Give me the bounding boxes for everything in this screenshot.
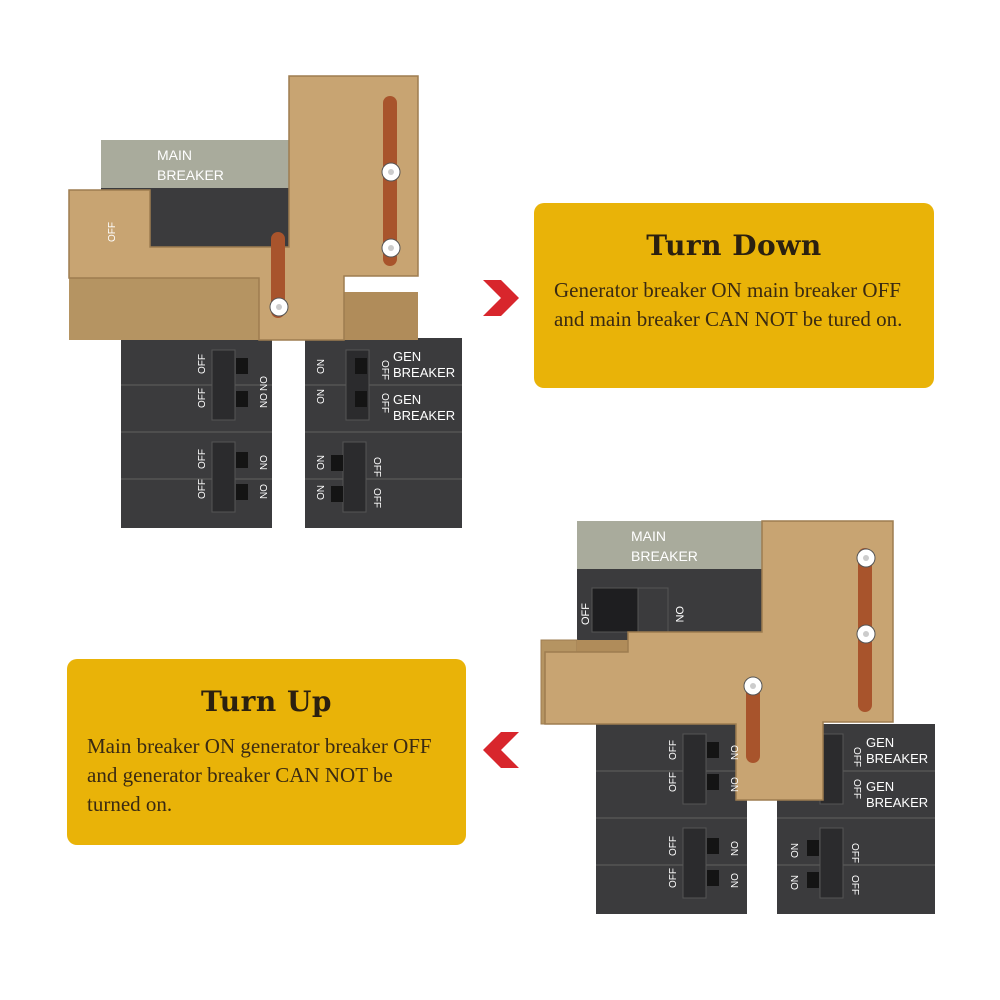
turn-down-panel: Turn Down Generator breaker ON main brea… xyxy=(534,203,934,388)
bottom-gen-breaker-1-label-1: GEN xyxy=(866,735,894,750)
top-left-row3-on: ON xyxy=(257,455,268,470)
bottom-left-row1-off: OFF xyxy=(668,740,679,760)
top-right-row1-off: OFF xyxy=(379,360,390,380)
top-right-row4-off: OFF xyxy=(371,488,382,508)
top-right-row2-on: ON xyxy=(316,389,327,404)
top-diagram xyxy=(68,75,462,528)
top-gen-breaker-2-label-1: GEN xyxy=(393,392,421,407)
top-right-row4-on: ON xyxy=(316,485,327,500)
bottom-left-row3-on: ON xyxy=(728,841,739,856)
bottom-right-row3-on: ON xyxy=(790,843,801,858)
bottom-right-row4-off: OFF xyxy=(849,875,860,895)
bottom-left-row2-on: ON xyxy=(728,777,739,792)
bottom-diagram xyxy=(540,520,935,914)
top-right-row1-on: ON xyxy=(316,359,327,374)
turn-up-title: Turn Up xyxy=(201,685,332,718)
bottom-left-breaker-column xyxy=(596,724,747,914)
top-right-breaker-column xyxy=(305,338,462,528)
bottom-main-breaker-label-2: BREAKER xyxy=(631,548,698,564)
bottom-main-breaker-label-1: MAIN xyxy=(631,528,666,544)
turn-up-panel: Turn Up Main breaker ON generator breake… xyxy=(67,659,466,845)
chevron-right-icon xyxy=(483,280,519,316)
top-main-switch-label: OFF xyxy=(107,222,118,242)
bottom-right-row2-off: OFF xyxy=(851,779,862,799)
top-gen-breaker-1-label-2: BREAKER xyxy=(393,365,455,380)
top-left-row2-off: OFF xyxy=(197,388,208,408)
bottom-left-row3-off: OFF xyxy=(668,836,679,856)
turn-up-description: Main breaker ON generator breaker OFF an… xyxy=(87,734,432,816)
bottom-gen-breaker-2-label-2: BREAKER xyxy=(866,795,928,810)
bottom-right-row3-off: OFF xyxy=(849,843,860,863)
top-left-row4-off: OFF xyxy=(197,479,208,499)
top-main-breaker-label-2: BREAKER xyxy=(157,167,224,183)
top-gen-breaker-2-label-2: BREAKER xyxy=(393,408,455,423)
bottom-main-switch-on: ON xyxy=(673,606,685,623)
top-right-row3-on: ON xyxy=(316,455,327,470)
bottom-gen-breaker-2-label-1: GEN xyxy=(866,779,894,794)
bottom-gen-breaker-1-label-2: BREAKER xyxy=(866,751,928,766)
top-right-row3-off: OFF xyxy=(371,457,382,477)
top-right-row2-off: OFF xyxy=(379,393,390,413)
bottom-right-row4-on: ON xyxy=(790,875,801,890)
bottom-left-row1-on: ON xyxy=(728,745,739,760)
top-left-row4-on: ON xyxy=(257,484,268,499)
bottom-interlock-plate xyxy=(540,520,894,801)
top-left-row3-off: OFF xyxy=(197,449,208,469)
bottom-right-row1-off: OFF xyxy=(851,747,862,767)
top-left-breaker-column xyxy=(121,338,272,528)
chevron-left-icon xyxy=(483,732,519,768)
top-left-row2-on: ON xyxy=(257,393,268,408)
bottom-main-switch-off: OFF xyxy=(580,603,592,625)
top-gen-breaker-1-label-1: GEN xyxy=(393,349,421,364)
turn-down-description: Generator breaker ON main breaker OFF an… xyxy=(554,278,903,331)
bottom-left-row4-on: ON xyxy=(728,873,739,888)
turn-down-title: Turn Down xyxy=(646,229,822,262)
top-interlock-plate xyxy=(68,75,419,341)
top-left-row1-on: ON xyxy=(257,376,268,391)
top-left-row1-off: OFF xyxy=(197,354,208,374)
bottom-left-row4-off: OFF xyxy=(668,868,679,888)
top-main-breaker-label-1: MAIN xyxy=(157,147,192,163)
bottom-left-row2-off: OFF xyxy=(668,772,679,792)
